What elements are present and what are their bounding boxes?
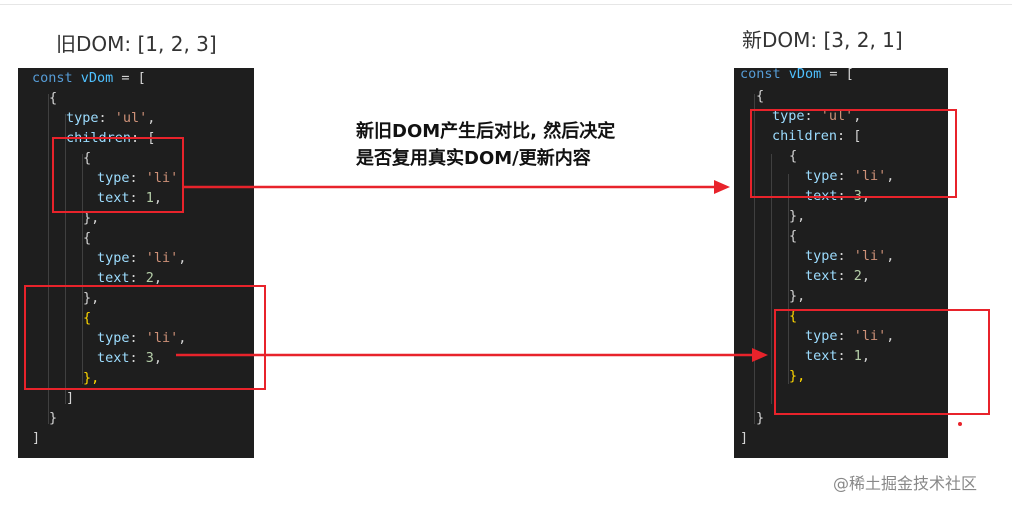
code-line: ] [740,430,749,446]
code-line: text: 3, [97,350,163,366]
diagram-caption: 新旧DOM产生后对比, 然后决定 是否复用真实DOM/更新内容 [356,118,696,172]
red-dot [958,422,962,426]
code-line: { [789,148,798,164]
code-line: }, [83,370,100,386]
code-line: type: 'li' [97,170,179,186]
code-line: }, [789,208,806,224]
code-line: }, [789,368,806,384]
top-divider [0,4,1012,5]
code-line: { [83,230,92,246]
caption-line: 新旧DOM产生后对比, 然后决定 [356,121,616,142]
code-line: } [49,410,58,426]
code-line: { [756,88,765,104]
arrow-head-top [714,180,730,194]
highlight-box-new-item-3 [774,309,990,415]
indent-guide [788,174,789,384]
code-line: const vDom = [ [32,70,146,86]
code-line: ] [66,390,75,406]
code-line: { [789,228,798,244]
code-line: text: 2, [97,270,163,286]
code-line: type: 'ul', [772,108,862,124]
highlight-box-old-item-1 [52,137,184,213]
code-line: text: 2, [805,268,871,284]
code-line: text: 1, [805,348,871,364]
indent-guide [771,154,772,404]
code-line: text: 1, [97,190,163,206]
code-line: }, [83,210,100,226]
code-line: type: 'ul', [66,110,156,126]
new-vdom-code-panel: const vDom = [ { type: 'ul', children: [… [734,68,948,458]
highlight-box-old-item-3 [24,285,266,390]
code-line: }, [83,290,100,306]
code-line: ] [32,430,41,446]
code-line: type: 'li', [805,328,895,344]
code-line: }, [789,288,806,304]
highlight-box-new-item-1 [750,109,957,198]
code-line: { [83,150,92,166]
indent-guide [82,154,83,384]
old-dom-label: 旧DOM: [1, 2, 3] [56,32,217,56]
code-line: { [83,310,92,326]
code-line: { [789,308,798,324]
watermark-text: @稀土掘金技术社区 [833,474,978,493]
old-vdom-code-panel: const vDom = [ { type: 'ul', children: [… [18,68,254,458]
caption-line: 是否复用真实DOM/更新内容 [356,148,591,169]
code-line: type: 'li', [97,250,187,266]
code-line: } [756,410,765,426]
new-dom-label: 新DOM: [3, 2, 1] [742,28,903,52]
code-line: type: 'li', [805,248,895,264]
code-line: const vDom = [ [740,68,854,82]
code-line: children: [ [772,128,862,144]
code-line: type: 'li', [805,168,895,184]
code-line: type: 'li', [97,330,187,346]
indent-guide [754,94,755,424]
code-line: { [49,90,58,106]
indent-guide [65,114,66,404]
indent-guide [48,94,49,424]
arrow-head-bottom [752,348,768,362]
